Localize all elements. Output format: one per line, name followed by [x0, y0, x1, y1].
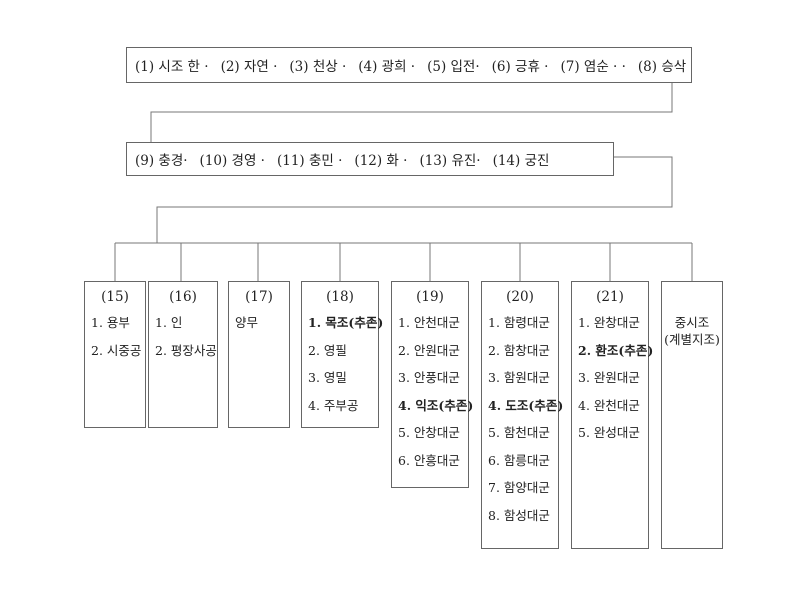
- member-name: 1. 완창대군: [578, 315, 640, 330]
- member-name: 양무: [235, 315, 259, 330]
- member-list: 1. 안천대군 2. 안원대군 3. 안풍대군 4. 익조(추존) 5. 안창대군 6. …: [392, 313, 474, 478]
- generation-box-18: (18) 1. 목조(추존) 2. 영필 3. 영밀 4. 주부공: [301, 281, 384, 428]
- member-name: 2. 환조(추존): [578, 342, 654, 358]
- founder-title: 중시조: [674, 315, 710, 330]
- member-name: 6. 안흥대군: [398, 452, 460, 468]
- ancestor-name: (6) 긍휴 ·: [491, 59, 549, 75]
- member-name: 5. 안창대군: [398, 425, 460, 440]
- member-list: 1. 인 2. 평장사공: [149, 313, 217, 368]
- ancestor-name: (1) 시조 한 ·: [135, 59, 209, 75]
- member-name: 2. 평장사공: [155, 342, 217, 358]
- ancestor-name: (4) 광희 ·: [358, 59, 416, 75]
- generation-box-21: (21) 1. 완창대군 2. 환조(추존) 3. 완원대군 4. 완천대군 5. 완성대…: [571, 281, 654, 549]
- member-list: 1. 함령대군 2. 함창대군 3. 함원대군 4. 도조(추존) 5. 함천대군 6. …: [482, 313, 564, 533]
- member-name: 3. 함원대군: [488, 370, 550, 385]
- member-name: 3. 완원대군: [578, 370, 640, 385]
- member-list: 1. 목조(추존) 2. 영필 3. 영밀 4. 주부공: [302, 313, 384, 423]
- generation-box-16: (16) 1. 인 2. 평장사공: [148, 281, 218, 428]
- member-name: 4. 주부공: [308, 397, 359, 413]
- generation-number: (20): [506, 289, 534, 305]
- generation-number: (21): [596, 289, 624, 305]
- member-name: 2. 영필: [308, 342, 347, 358]
- ancestor-name: (13) 유진·: [419, 153, 481, 169]
- ancestor-name: (7) 염순 · ·: [560, 59, 626, 75]
- ancestor-name: (9) 충경·: [135, 153, 188, 169]
- member-name: 5. 함천대군: [488, 425, 550, 440]
- member-name: 1. 함령대군: [488, 315, 550, 330]
- member-name: 1. 용부: [91, 315, 130, 330]
- ancestor-name: (2) 자연 ·: [220, 59, 278, 75]
- ancestor-name: (12) 화 ·: [354, 153, 408, 169]
- founder-subtitle: (계별지조): [664, 332, 720, 347]
- member-name: 4. 완천대군: [578, 397, 640, 413]
- member-name: 5. 완성대군: [578, 425, 640, 440]
- member-list: 1. 용부 2. 시중공: [85, 313, 145, 368]
- ancestor-row-2: (9) 충경· (10) 경영 · (11) 충민 · (12) 화 · (13) 유진…: [126, 142, 614, 176]
- member-name: 7. 함양대군: [488, 480, 550, 495]
- ancestor-name: (8) 승삭: [637, 59, 687, 75]
- member-name: 4. 익조(추존): [398, 397, 474, 413]
- generation-box-17: (17) 양무: [228, 281, 290, 428]
- ancestor-name: (10) 경영 ·: [199, 153, 265, 169]
- member-name: 4. 도조(추존): [488, 397, 564, 413]
- member-name: 1. 안천대군: [398, 315, 460, 330]
- ancestor-name: (14) 궁진: [492, 153, 550, 169]
- generation-box-15: (15) 1. 용부 2. 시중공: [84, 281, 146, 428]
- founder-box: 중시조 (계별지조): [661, 281, 723, 549]
- member-name: 3. 안풍대군: [398, 370, 460, 385]
- generation-number: (17): [245, 289, 273, 305]
- generation-number: (16): [169, 289, 197, 305]
- generation-number: (19): [416, 289, 444, 305]
- ancestor-name: (5) 입전·: [427, 59, 480, 75]
- member-name: 2. 안원대군: [398, 342, 460, 358]
- ancestor-name: (3) 천상 ·: [289, 59, 347, 75]
- member-name: 3. 영밀: [308, 370, 347, 385]
- member-name: 2. 시중공: [91, 342, 142, 358]
- ancestor-row-1: (1) 시조 한 · (2) 자연 · (3) 천상 · (4) 광희 · (5) 입전…: [126, 47, 692, 83]
- member-name: 1. 목조(추존): [308, 315, 384, 330]
- generation-number: (15): [101, 289, 129, 305]
- ancestor-name: (11) 충민 ·: [276, 153, 343, 169]
- member-list: 양무: [229, 313, 289, 341]
- generation-number: (18): [326, 289, 354, 305]
- member-list: 1. 완창대군 2. 환조(추존) 3. 완원대군 4. 완천대군 5. 완성대군: [572, 313, 654, 451]
- member-name: 8. 함성대군: [488, 507, 550, 523]
- member-name: 1. 인: [155, 315, 183, 330]
- member-name: 2. 함창대군: [488, 342, 550, 358]
- member-name: 6. 함릉대군: [488, 452, 550, 468]
- generation-box-19: (19) 1. 안천대군 2. 안원대군 3. 안풍대군 4. 익조(추존) 5. 안창대…: [391, 281, 474, 488]
- generation-box-20: (20) 1. 함령대군 2. 함창대군 3. 함원대군 4. 도조(추존) 5. 함천대…: [481, 281, 564, 549]
